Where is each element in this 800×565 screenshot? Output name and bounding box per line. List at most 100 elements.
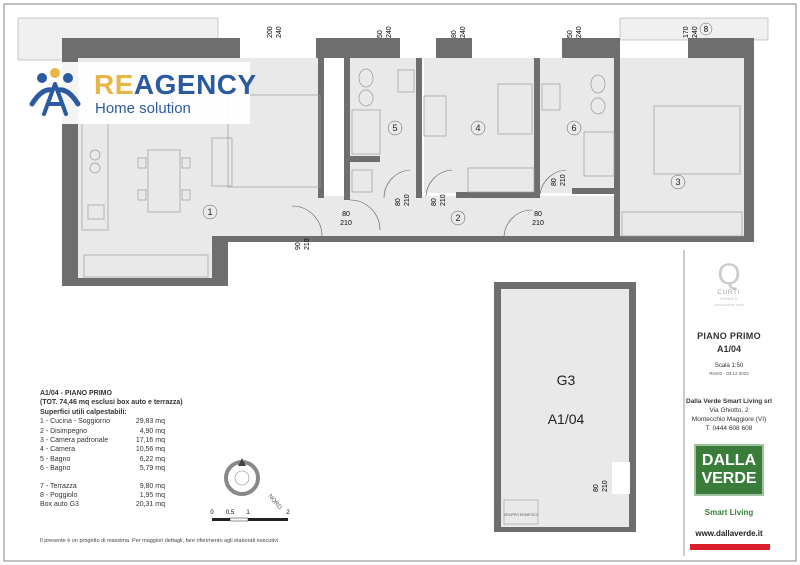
floor-room-2 (320, 196, 616, 236)
company-info: Dalla Verde Smart Living srl Via Ghiotto… (684, 397, 774, 433)
floor-room-4 (424, 58, 534, 193)
wall-east (744, 38, 754, 242)
wall-room-4-south (456, 192, 536, 198)
garage-door-dim-height: 210 (602, 480, 609, 492)
company-street: Via Ghiotto, 2 (709, 407, 749, 414)
garage-floor (501, 289, 629, 527)
title-block: Q CURTI HOMES LIMITED EDITION LIVING PIA… (684, 250, 774, 555)
garage-door-dim-width: 80 (593, 484, 600, 492)
garage-box (494, 282, 636, 532)
top-dim-width: 50 (377, 30, 384, 38)
legend-room-name: 6 - Bagno (40, 465, 71, 473)
legend-room-area: 4,90 mq (139, 427, 165, 435)
bathtub (497, 83, 533, 135)
room-floors (78, 58, 744, 278)
wall-kitchen-step (212, 236, 228, 286)
top-dim-height: 240 (576, 26, 583, 38)
legend-room-name: 4 - Camera (40, 446, 76, 454)
wall-south-main (212, 236, 752, 242)
legend-room-name: 1 - Cucina - Soggiorno (40, 418, 111, 426)
legend-room-name: 3 - Camera padronale (40, 437, 109, 445)
room-number-1: 1 (207, 207, 212, 217)
room-number-5: 5 (392, 123, 397, 133)
legend-row: 1 - Cucina - Soggiorno 29,83 mq (40, 417, 165, 426)
website-link[interactable]: www.dallaverde.it (695, 529, 763, 538)
room-number-6: 6 (571, 123, 576, 133)
wall-partition-c (416, 58, 422, 198)
hob-burner (89, 149, 101, 161)
dining-table (147, 149, 181, 213)
shower (351, 109, 381, 155)
top-dim-height: 240 (692, 26, 699, 38)
wall-room-6-south (572, 188, 616, 194)
legend-title: A1/04 - PIANO PRIMO (40, 390, 112, 397)
legend-room-area: 9,80 mq (139, 482, 165, 490)
washer (351, 169, 373, 193)
door-swing (349, 199, 381, 231)
scale-bar: 0 0,5 1 2 (210, 510, 290, 522)
top-dim-width: 200 (267, 26, 274, 38)
garage-label: G3 (557, 372, 576, 388)
curti-sub: HOMES (720, 297, 738, 301)
room-marker-circle (470, 120, 486, 136)
kitchen-island (83, 254, 209, 278)
double-bed (653, 105, 741, 175)
door-dim-width: 80 (395, 198, 402, 206)
wall-south-kitchen (62, 278, 228, 286)
wall-north-5 (688, 38, 754, 58)
scale-seg (248, 518, 288, 521)
washbasin (541, 83, 561, 111)
bidet (358, 89, 374, 107)
sofa (227, 94, 321, 188)
scale-seg (229, 517, 249, 522)
wall-north-1 (62, 38, 240, 58)
smart-living-label: Smart Living (704, 508, 754, 517)
wall-north-2 (316, 38, 400, 58)
top-dim-width: 50 (567, 30, 574, 38)
legend-room-name: 8 - Poggiolo (40, 492, 78, 500)
chair (181, 157, 191, 169)
door-dim-width: 80 (551, 178, 558, 186)
wall-partition-d (534, 58, 540, 198)
wall-north-3 (436, 38, 472, 58)
curti-tag: LIMITED EDITION LIVING (714, 303, 745, 307)
toilet (358, 68, 374, 88)
door-swing (425, 169, 453, 197)
compass-arrow-icon (238, 458, 246, 466)
compass-label: NORD (266, 493, 282, 511)
shower (583, 131, 615, 177)
door-swing (503, 209, 533, 237)
door-dim-height: 210 (340, 220, 352, 227)
room-marker-circle (566, 120, 582, 136)
legend-room-area: 29,83 mq (135, 418, 165, 426)
page-frame (3, 3, 797, 562)
company-phone: T. 0444 608 608 (705, 425, 753, 432)
wall-partition-a (318, 58, 324, 198)
door-dim-width: 80 (534, 211, 542, 218)
legend-room-name: 5 - Bagno (40, 455, 71, 463)
scale-tick: 0 (210, 510, 214, 516)
room-number-3: 3 (675, 177, 680, 187)
top-dim-height: 240 (276, 26, 283, 38)
legend-room-name: 7 - Terrazza (40, 482, 77, 490)
company-city: Montecchio Maggiore (VI) (691, 416, 767, 423)
agency-logo-icon (29, 68, 81, 116)
agency-name: REAGENCY (94, 69, 257, 100)
walls (62, 38, 754, 286)
floor-room-3 (616, 58, 744, 236)
top-dim-width: 170 (683, 26, 690, 38)
room-marker-circle (670, 174, 686, 190)
garage-door-gap (612, 462, 630, 494)
agency-subtitle: Home solution (95, 100, 191, 117)
legend-room-area: 10,56 mq (135, 446, 165, 454)
hob-burner (89, 162, 101, 174)
dalla-verde-logo: DALLA VERDE (694, 444, 764, 496)
legend-room-area: 1,95 mq (139, 492, 165, 500)
